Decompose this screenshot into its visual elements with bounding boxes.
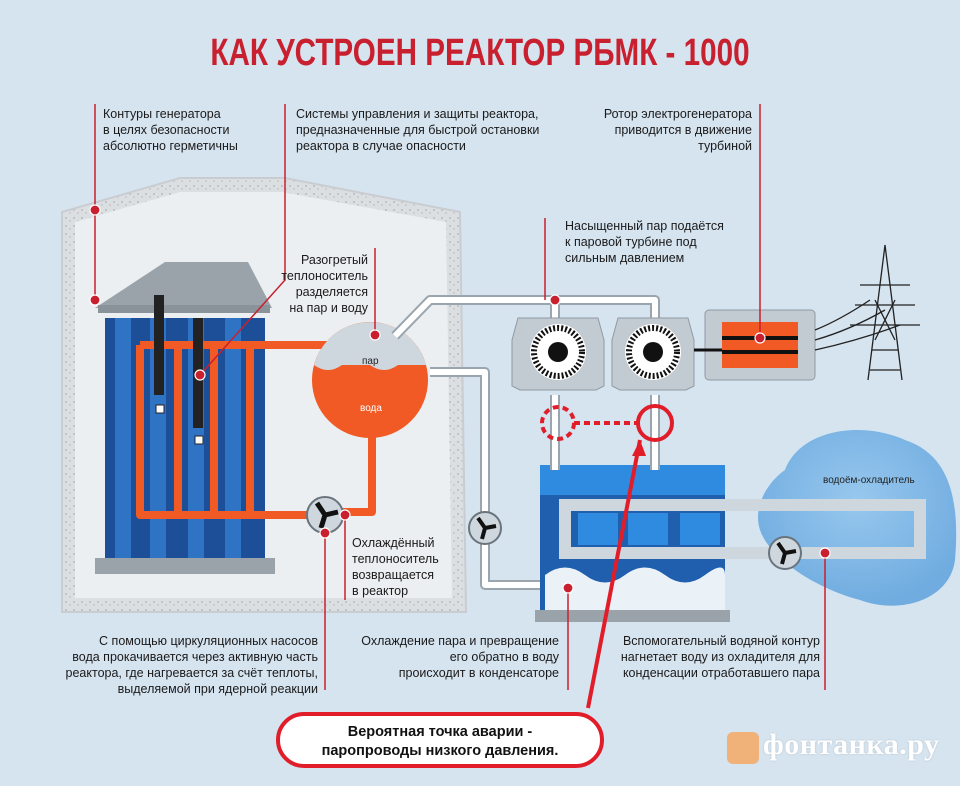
note-pumps: С помощью циркуляционных насосов вода пр… <box>65 634 318 696</box>
accident-callout: Вероятная точка аварии - паропроводы низ… <box>276 712 604 768</box>
turbines <box>511 317 695 391</box>
callout-line-1: Вероятная точка аварии - <box>347 724 533 740</box>
accident-markers <box>540 404 674 709</box>
note-aux-circuit: Вспомогательный водяной контур нагнетает… <box>620 634 820 680</box>
brand-name: фонтанка.ру <box>763 728 940 761</box>
pump-return <box>468 511 502 545</box>
note-generator-contours: Контуры генератора в целях безопасности … <box>103 107 238 153</box>
callout-line-2: паропроводы низкого давления. <box>321 743 559 759</box>
note-condensation: Охлаждение пара и превращение его обратн… <box>361 634 559 680</box>
label-cooling-pond: водоём-охладитель <box>823 475 915 486</box>
primary-circuit <box>136 341 376 519</box>
leader-lines <box>94 104 826 690</box>
condenser <box>535 395 926 622</box>
brand-logo-icon <box>727 732 759 764</box>
page-title: КАК УСТРОЕН РЕАКТОР РБМК - 1000 <box>210 32 750 74</box>
note-heated-coolant: Разогретый теплоноситель разделяется на … <box>281 253 368 315</box>
drum-separator <box>312 322 428 438</box>
label-steam: пар <box>362 356 379 367</box>
pump-aux <box>768 536 802 570</box>
note-control-systems: Системы управления и защиты реактора, пр… <box>296 107 540 153</box>
generator <box>694 309 816 381</box>
label-water: вода <box>360 403 382 414</box>
note-rotor: Ротор электрогенератора приводится в дви… <box>603 107 752 153</box>
power-line <box>814 244 920 381</box>
note-cooled-coolant: Охлаждённый теплоноситель возвращается в… <box>352 536 439 598</box>
cooling-pond <box>758 430 957 606</box>
leader-dots <box>89 204 831 594</box>
note-saturated-steam: Насыщенный пар подаётся к паровой турбин… <box>565 219 724 265</box>
reactor-building <box>61 177 468 613</box>
